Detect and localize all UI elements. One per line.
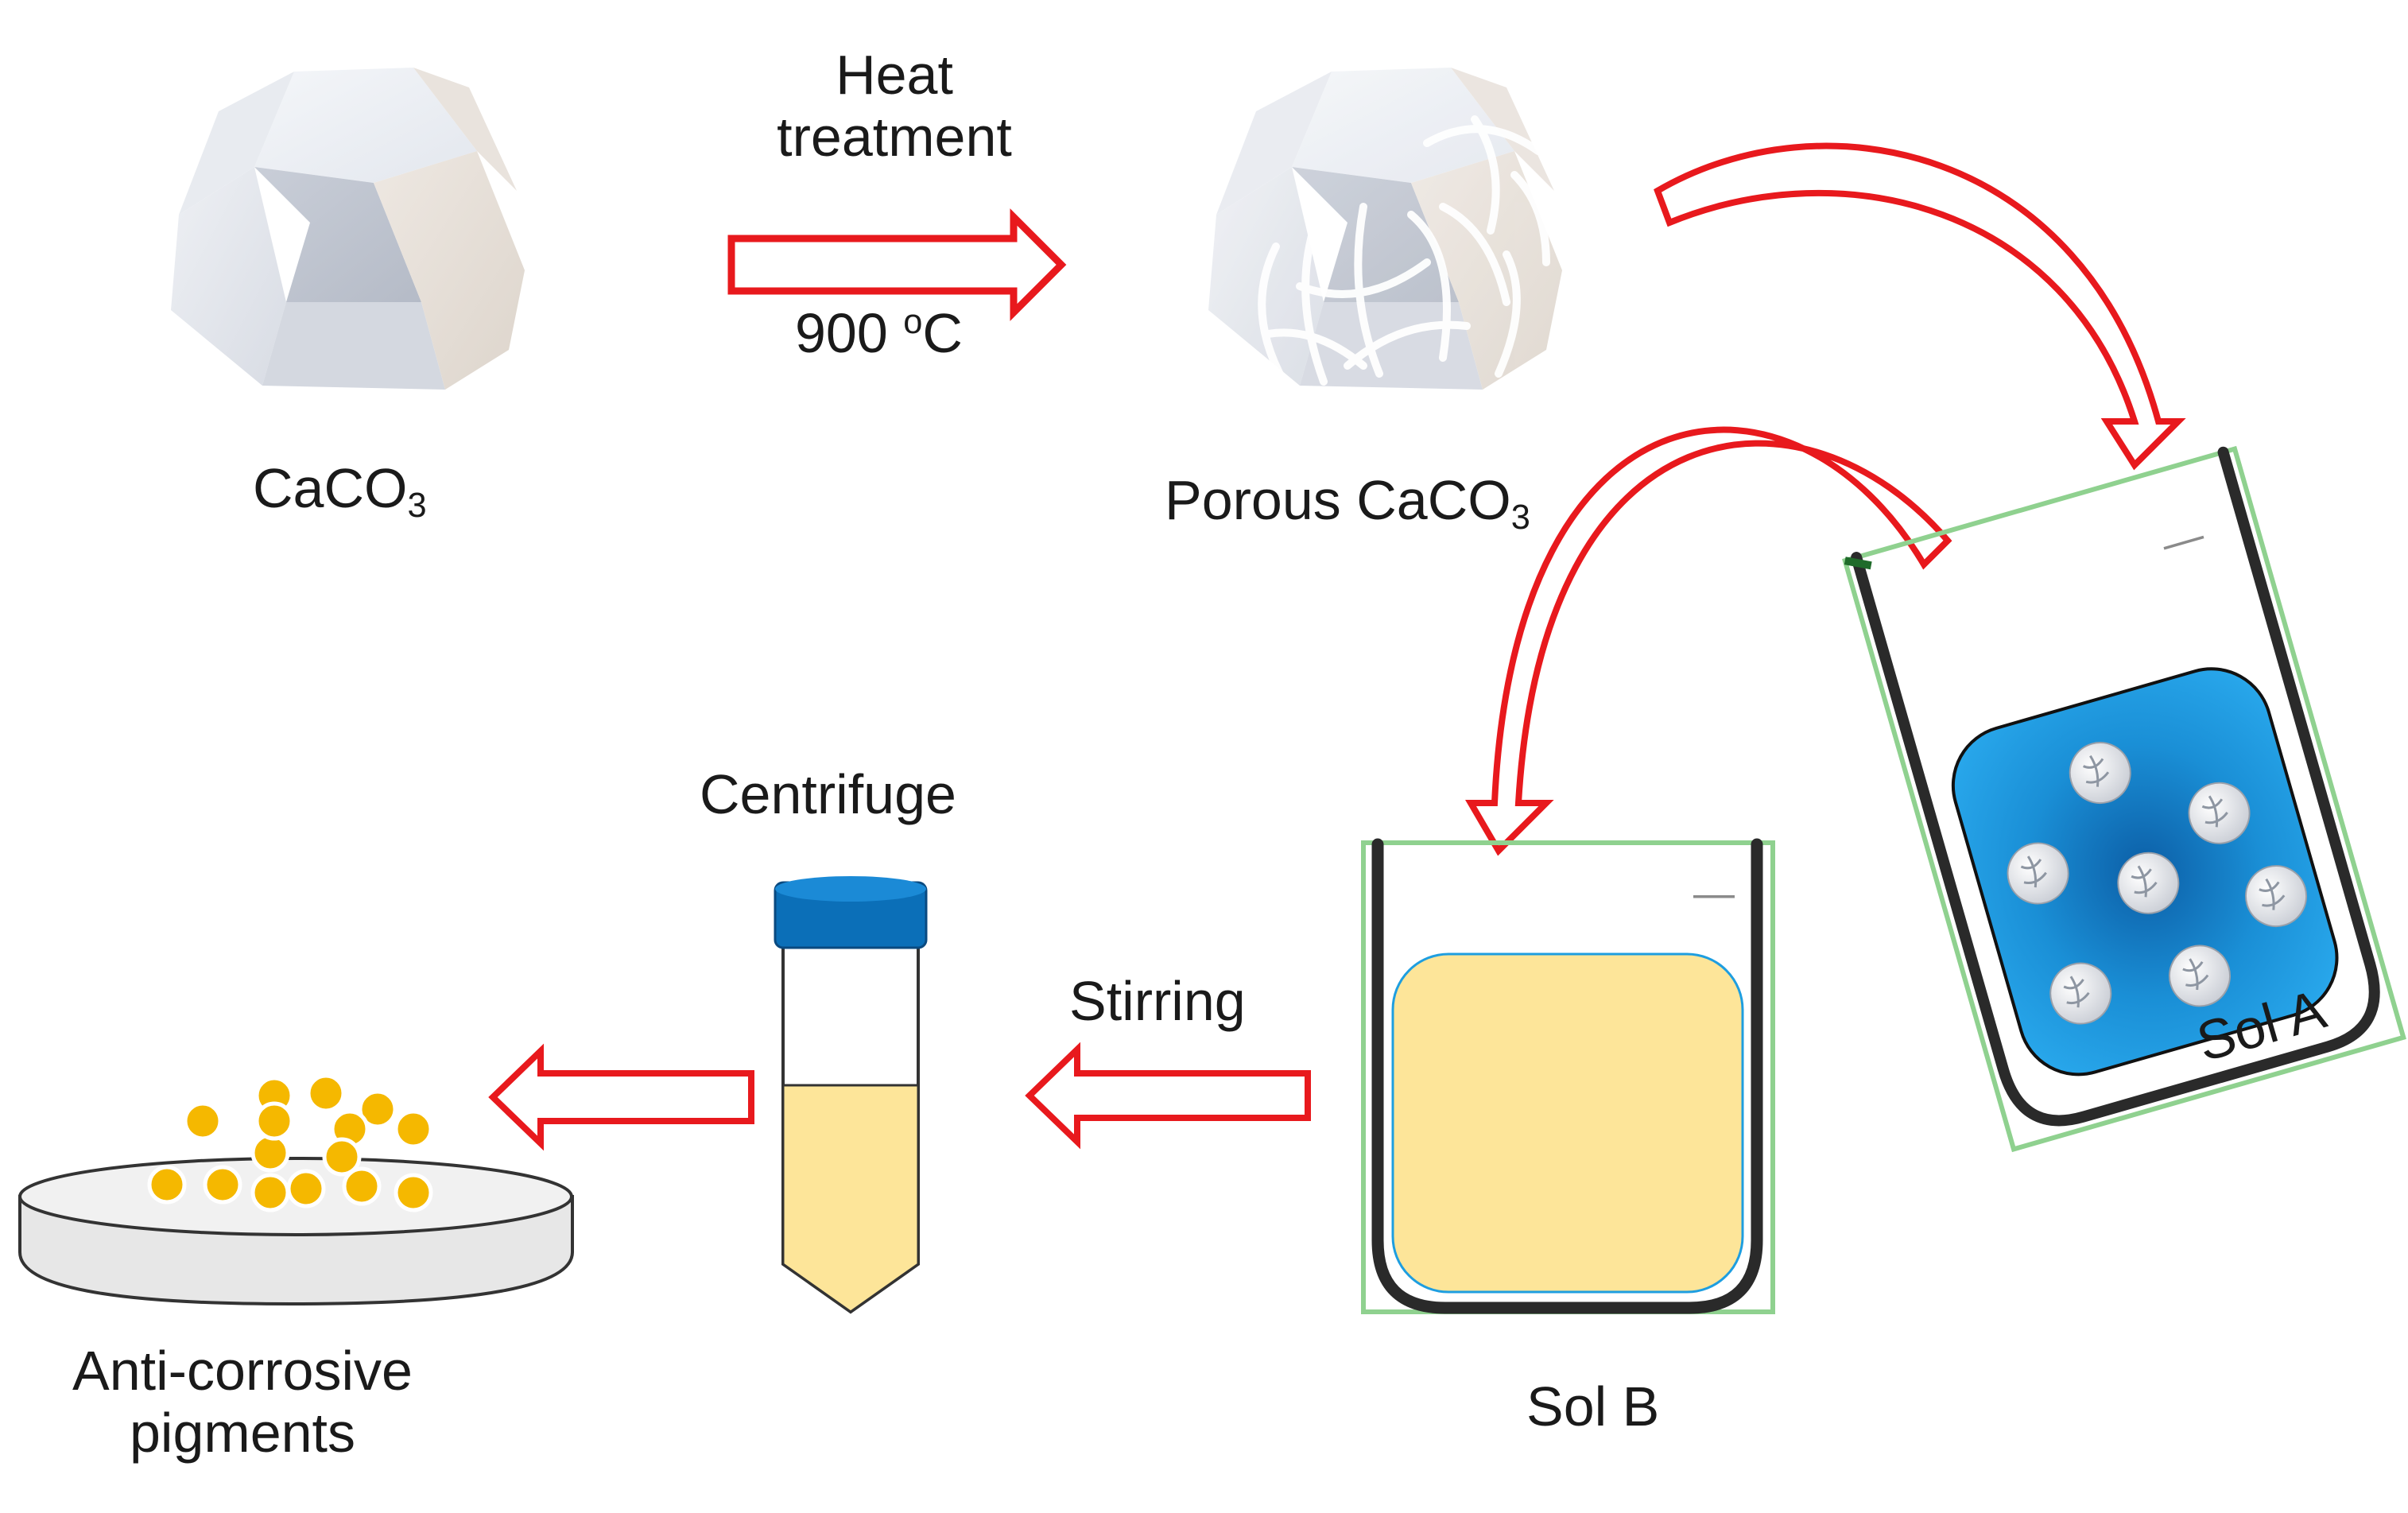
- pigment-particles: [147, 1073, 433, 1212]
- collection-arrow: [488, 1043, 754, 1151]
- label-caco3: CaCO3: [253, 457, 427, 526]
- stirring-arrow: [1025, 1042, 1311, 1150]
- label-heat-treatment: Heat treatment: [777, 44, 1012, 169]
- petri-dish-icon: [18, 1073, 574, 1306]
- heat-treatment-arrow: [727, 208, 1067, 321]
- label-stirring: Stirring: [1069, 970, 1246, 1032]
- beaker-icon: [1842, 445, 2406, 1153]
- centrifuge-tube-icon: [774, 876, 928, 1314]
- label-sol-b: Sol B: [1526, 1375, 1660, 1437]
- curved-arrow-to-sol-a: [1654, 142, 2186, 471]
- caco3-crystal-icon: [171, 68, 525, 390]
- label-temperature: 900 oC: [795, 302, 963, 364]
- beaker-sol-b: [1361, 838, 1775, 1314]
- label-porous-caco3: Porous CaCO3: [1165, 469, 1530, 537]
- beaker-sol-a: [1842, 445, 2406, 1153]
- porous-crystal-icon: [1208, 68, 1562, 390]
- label-anti-corrosive-pigments: Anti-corrosive pigments: [72, 1340, 413, 1465]
- label-centrifuge: Centrifuge: [700, 763, 956, 825]
- beaker-sol-b-mark: —: [1693, 871, 1735, 917]
- curved-arrow-to-sol-b: [1465, 426, 1952, 856]
